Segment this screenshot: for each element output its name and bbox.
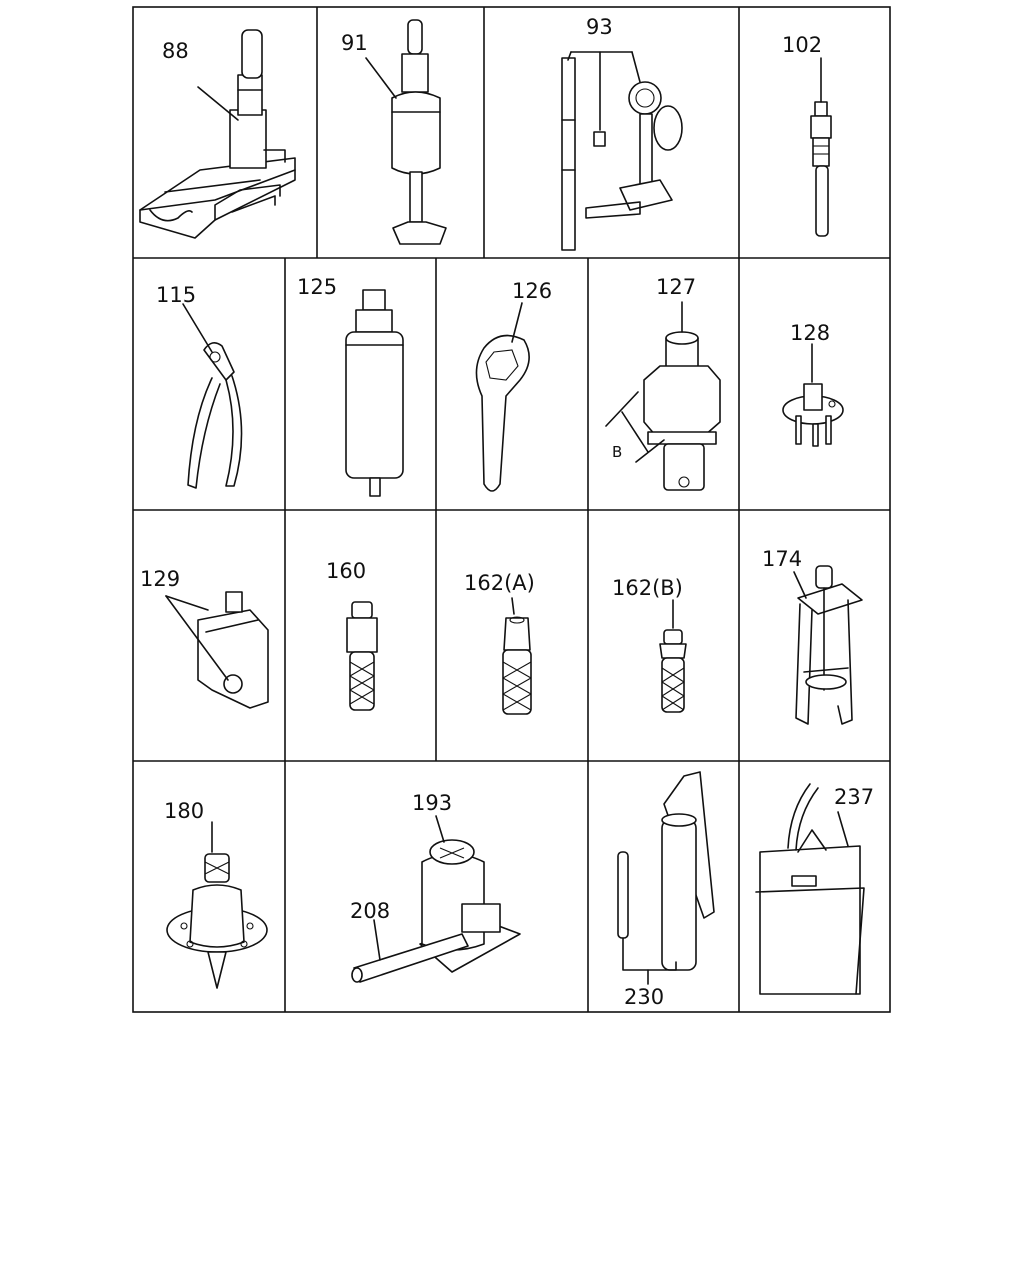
callout-162a: 162(A) bbox=[464, 571, 535, 595]
tool-174-puller: 174 bbox=[762, 547, 863, 725]
callout-102: 102 bbox=[782, 33, 822, 57]
tool-93-nozzle-tester: 93 bbox=[561, 15, 683, 251]
tool-128-pin-plate: 128 bbox=[782, 321, 844, 447]
callout-193: 193 bbox=[412, 791, 452, 815]
callout-129: 129 bbox=[140, 567, 180, 591]
callout-91: 91 bbox=[341, 31, 368, 55]
tool-91-sliding-hammer: 91 bbox=[341, 19, 447, 245]
tool-160-knurled: 160 bbox=[326, 559, 378, 711]
tool-162b-knurled: 162(B) bbox=[612, 576, 687, 713]
tool-127-hex-remover: 127 B bbox=[605, 275, 721, 491]
tool-125-installer: 125 bbox=[297, 275, 404, 497]
tool-237-tool-bag: 237 bbox=[755, 783, 874, 995]
callout-160: 160 bbox=[326, 559, 366, 583]
callout-128: 128 bbox=[790, 321, 830, 345]
callout-174: 174 bbox=[762, 547, 802, 571]
tool-129-clamp: 129 bbox=[140, 567, 269, 709]
callout-237: 237 bbox=[834, 785, 874, 809]
callout-230: 230 bbox=[624, 985, 664, 1009]
tool-193-bottle-jack: 193 bbox=[412, 791, 521, 973]
callout-126: 126 bbox=[512, 279, 552, 303]
tool-230-grease-gun: 230 bbox=[617, 771, 715, 1009]
callout-125: 125 bbox=[297, 275, 337, 299]
callout-93: 93 bbox=[586, 15, 613, 39]
tool-115-pliers: 115 bbox=[156, 283, 243, 489]
callout-88: 88 bbox=[162, 39, 189, 63]
callout-208: 208 bbox=[350, 899, 390, 923]
callout-162b: 162(B) bbox=[612, 576, 683, 600]
tool-162a-knurled: 162(A) bbox=[464, 571, 535, 715]
tool-208-jack-handle: 208 bbox=[350, 899, 469, 983]
tool-102-adapter: 102 bbox=[782, 33, 832, 237]
tool-126-ring-wrench: 126 bbox=[475, 279, 552, 492]
callout-115: 115 bbox=[156, 283, 196, 307]
dimension-b-label: B bbox=[612, 443, 622, 461]
grid-frame bbox=[132, 6, 891, 1013]
tool-88-stand: 88 bbox=[139, 29, 296, 239]
callout-180: 180 bbox=[164, 799, 204, 823]
callout-127: 127 bbox=[656, 275, 696, 299]
tool-180-centering-base: 180 bbox=[164, 799, 268, 989]
